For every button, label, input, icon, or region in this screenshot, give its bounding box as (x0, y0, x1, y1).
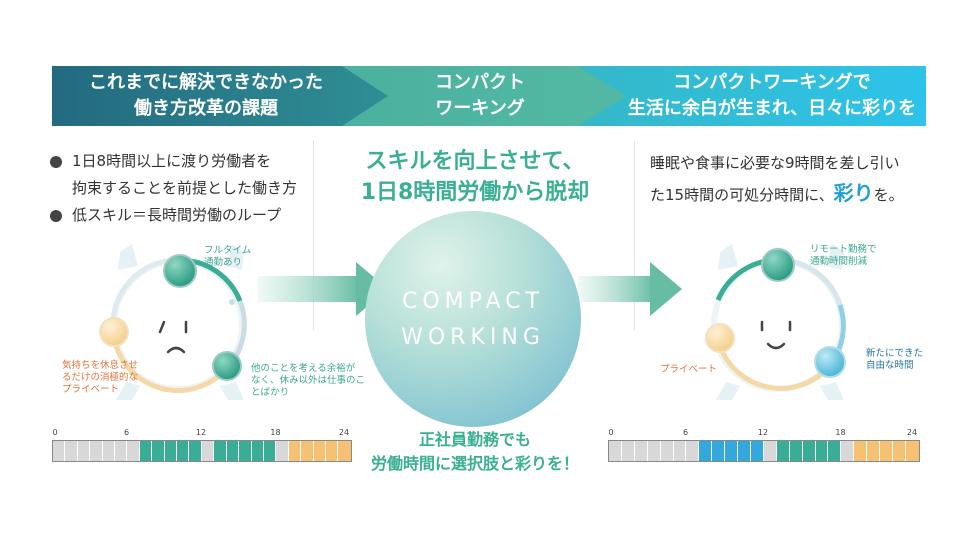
timeline-hour-cell (815, 441, 829, 461)
label-no-room: 他のことを考える余裕が なく、休み以外は仕事のこ とばかり (251, 363, 366, 398)
timeline-right-bar (608, 440, 920, 462)
timeline-hour-cell (725, 441, 739, 461)
bullet-item: 低スキル＝長時間労働のループ (50, 202, 297, 229)
timeline-hour-cell (647, 441, 661, 461)
timeline-hour-cell (712, 441, 726, 461)
timeline-tick-label: 24 (906, 428, 918, 437)
label-passive-private: 気持ちを休息させ るだけの消極的な プライベート (62, 360, 139, 395)
smile-face-icon (760, 320, 792, 350)
timeline-hour-cell (776, 441, 790, 461)
right-description: 睡眠や食事に必要な9時間を差し引い た15時間の可処分時間に、彩りを。 (650, 154, 904, 205)
timeline-hour-cell (880, 441, 893, 461)
timeline-right: 0 6 12 18 24 (608, 428, 920, 462)
timeline-hour-cell (854, 441, 868, 461)
band-left-text: これまでに解決できなかった 働き方改革の課題 (89, 72, 323, 119)
timeline-hour-cell (660, 441, 674, 461)
bullet-item-continuation: 拘束することを前提とした働き方 (72, 179, 298, 197)
left-clock (99, 244, 247, 400)
band-mid-text: コンパクト ワーキング (435, 72, 525, 119)
timeline-hour-cell (699, 441, 713, 461)
header-band (52, 66, 926, 126)
timeline-hour-cell (90, 441, 103, 461)
timeline-hour-cell (313, 441, 326, 461)
timeline-left-ticks: 0 6 12 18 24 (52, 428, 352, 440)
divider-right (634, 140, 635, 330)
timeline-hour-cell (214, 441, 227, 461)
bullet-dot-icon (50, 156, 62, 168)
divider-left (313, 140, 314, 330)
timeline-hour-cell (251, 441, 264, 461)
compact-working-text: COMPACT WORKING (401, 289, 545, 350)
timeline-hour-cell (276, 441, 289, 461)
band-segment-right (578, 66, 926, 126)
timeline-hour-cell (867, 441, 881, 461)
middle-footer: 正社員勤務でも 労働時間に選択肢と彩りを！ (370, 430, 579, 473)
timeline-hour-cell (102, 441, 116, 461)
timeline-hour-cell (828, 441, 842, 461)
timeline-hour-cell (288, 441, 302, 461)
timeline-hour-cell (263, 441, 277, 461)
timeline-hour-cell (139, 441, 153, 461)
timeline-hour-cell (152, 441, 165, 461)
timeline-hour-cell (301, 441, 314, 461)
timeline-hour-cell (841, 441, 855, 461)
timeline-hour-cell (65, 441, 78, 461)
timeline-hour-cell (338, 441, 351, 461)
timeline-hour-cell (634, 441, 648, 461)
timeline-tick-label: 24 (338, 428, 350, 437)
accent-word: 彩り (833, 181, 874, 205)
timeline-hour-cell (226, 441, 240, 461)
timeline-tick-label: 0 (52, 428, 58, 437)
timeline-hour-cell (177, 441, 190, 461)
label-remote: リモート勤務で 通勤時間削減 (810, 244, 877, 267)
timeline-tick-label: 0 (608, 428, 614, 437)
timeline-right-ticks: 0 6 12 18 24 (608, 428, 920, 440)
label-private: プライベート (660, 364, 718, 375)
label-fulltime: フルタイム 通勤あり (204, 245, 252, 268)
timeline-hour-cell (738, 441, 751, 461)
timeline-tick-label: 6 (682, 428, 689, 437)
timeline-left-bar (52, 440, 352, 462)
timeline-hour-cell (802, 441, 816, 461)
timeline-hour-cell (892, 441, 906, 461)
timeline-hour-cell (609, 441, 622, 461)
timeline-hour-cell (127, 441, 140, 461)
timeline-hour-cell (201, 441, 215, 461)
timeline-hour-cell (905, 441, 919, 461)
timeline-hour-cell (750, 441, 764, 461)
band-right-text: コンパクトワーキングで 生活に余白が生まれ、日々に彩りを (627, 72, 917, 119)
timeline-tick-label: 18 (835, 428, 846, 437)
timeline-hour-cell (115, 441, 128, 461)
timeline-hour-cell (164, 441, 178, 461)
bullet-item: 1日8時間以上に渡り労働者を (50, 148, 297, 175)
arrow-center-to-right (578, 262, 682, 316)
bullet-dot-icon (50, 210, 62, 222)
middle-headline: スキルを向上させて、 1日8時間労働から脱却 (360, 149, 590, 205)
frown-face-icon (158, 320, 188, 354)
compact-working-circle (365, 211, 581, 427)
timeline-hour-cell (686, 441, 700, 461)
timeline-hour-cell (763, 441, 777, 461)
timeline-hour-cell (53, 441, 66, 461)
timeline-left: 0 6 12 18 24 (52, 428, 352, 462)
timeline-hour-cell (325, 441, 339, 461)
timeline-tick-label: 12 (757, 428, 769, 437)
left-bullet-list: 1日8時間以上に渡り労働者を 拘束することを前提とした働き方 低スキル＝長時間労… (50, 148, 297, 229)
timeline-tick-label: 18 (270, 428, 281, 437)
timeline-hour-cell (621, 441, 635, 461)
timeline-tick-label: 6 (123, 428, 130, 437)
timeline-hour-cell (77, 441, 91, 461)
timeline-tick-label: 12 (195, 428, 207, 437)
timeline-hour-cell (239, 441, 252, 461)
timeline-hour-cell (189, 441, 202, 461)
band-segment-left (52, 66, 388, 126)
right-clock (705, 244, 846, 400)
label-free-time: 新たにできた 自由な時間 (866, 348, 924, 371)
timeline-hour-cell (673, 441, 687, 461)
timeline-hour-cell (789, 441, 803, 461)
